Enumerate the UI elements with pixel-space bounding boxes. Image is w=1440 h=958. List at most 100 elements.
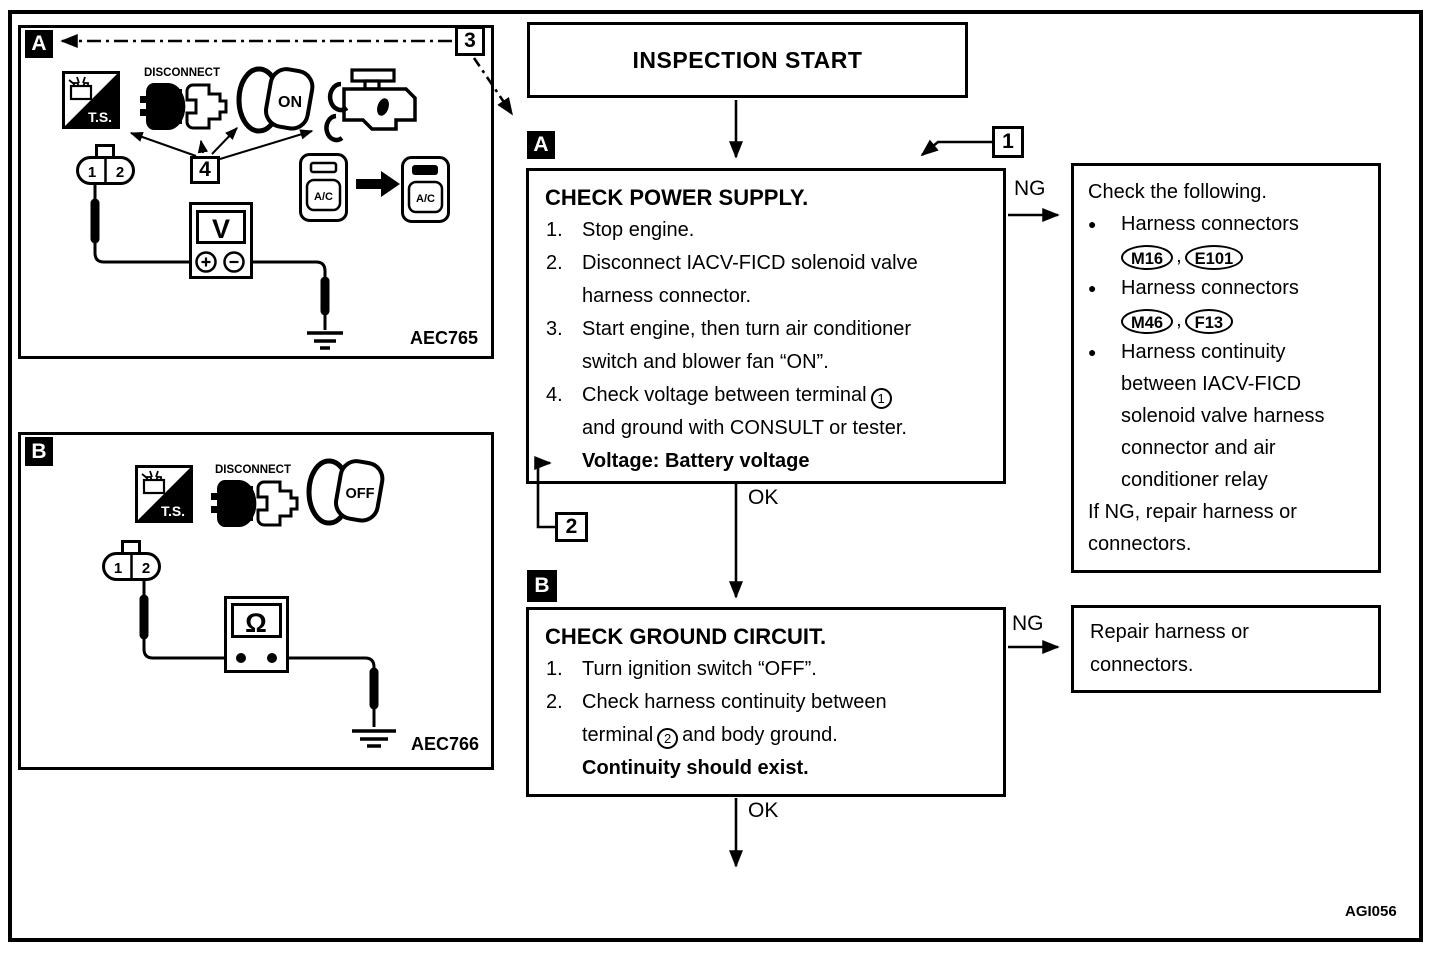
terminal-2-label: 2 [142, 560, 150, 577]
bullet-item: ● Harness connectors [1088, 272, 1364, 304]
page-figure-code: AGI056 [1345, 903, 1397, 920]
figure-b-box [18, 432, 494, 770]
spec-text: Voltage: Battery voltage [582, 450, 810, 472]
ok-label: OK [748, 486, 779, 509]
bullet-icon: ● [1088, 344, 1097, 360]
disconnect-icon: DISCONNECT [211, 464, 299, 527]
repair-harness-box: Repair harness or connectors. [1071, 605, 1381, 693]
ts-label: T.S. [88, 109, 112, 125]
item-number: 4. [546, 384, 563, 406]
step-item: 1. Stop engine. [543, 214, 989, 247]
terminal-2-circle: 2 [657, 728, 679, 749]
terminal-1-label: 1 [88, 164, 96, 181]
inspection-start-box: INSPECTION START [527, 22, 968, 98]
harness-connector-icon: 1 2 [102, 540, 161, 581]
terminal-1-circle: 1 [870, 388, 892, 409]
test-switch-icon: T.S. [135, 465, 193, 523]
connector-badge: M46 [1121, 309, 1174, 334]
ignition-key-off-icon: OFF [306, 458, 385, 526]
ng-label: NG [1014, 177, 1046, 200]
item-number: 2. [546, 691, 563, 713]
voltmeter-icon: V [189, 202, 253, 279]
check-power-supply-box: CHECK POWER SUPPLY. 1. Stop engine. 2. D… [526, 168, 1006, 484]
connector-refs: M16,E101 [1121, 240, 1364, 272]
ok-label: OK [748, 799, 779, 822]
ac-switch-off-icon: A/C [299, 153, 348, 222]
ohmmeter-icon: Ω [224, 596, 289, 673]
tag-1: 1 [992, 126, 1024, 158]
check-ground-circuit-box: CHECK GROUND CIRCUIT. 1. Turn ignition s… [526, 607, 1006, 797]
tag-3: 3 [455, 26, 485, 56]
ground-symbol [307, 331, 343, 350]
disconnect-label: DISCONNECT [144, 67, 220, 79]
section-a-ref-label: A [527, 131, 555, 159]
page-border [8, 10, 1423, 942]
box-intro: Check the following. [1088, 181, 1267, 203]
spec-text: Continuity should exist. [582, 757, 809, 779]
probe-wire-left [93, 184, 196, 264]
test-switch-icon: T.S. [62, 71, 120, 129]
probe-wire-left [142, 580, 236, 660]
tag1-leader [920, 139, 992, 157]
box-outro: connectors. [1088, 533, 1192, 555]
figure-a-code: AEC765 [410, 328, 479, 348]
figure-a-box [18, 25, 494, 359]
bullet-item: ● Harness connectors [1088, 208, 1364, 240]
ng-label: NG [1012, 612, 1044, 635]
bullet-item: ● Harness continuity [1088, 336, 1364, 368]
disconnect-label: DISCONNECT [215, 464, 291, 476]
tag-4: 4 [190, 156, 220, 184]
bullet-icon: ● [1088, 216, 1097, 232]
ac-button-label: A/C [314, 191, 333, 203]
plus-terminal-icon [201, 257, 211, 267]
check-following-box: Check the following. ● Harness connector… [1071, 163, 1381, 573]
ground-symbol [352, 729, 396, 748]
step-title: CHECK POWER SUPPLY. [545, 185, 809, 210]
terminal-2-label: 2 [116, 164, 124, 181]
tag4-arrow-disconnect [197, 139, 209, 154]
ac-switch-on-icon: A/C [401, 156, 450, 223]
connector-badge: F13 [1184, 309, 1234, 334]
item-number: 1. [546, 219, 563, 241]
connector-refs: M46,F13 [1121, 304, 1364, 336]
tag-2: 2 [555, 512, 588, 542]
connector-badge: E101 [1184, 245, 1244, 270]
item-number: 3. [546, 318, 563, 340]
section-a-label: A [25, 30, 53, 58]
terminal-1-label: 1 [114, 560, 122, 577]
figure-a-graphics: T.S. DISCONNECT ON [62, 66, 450, 350]
section-b-ref-label: B [527, 570, 557, 602]
ts-label: T.S. [161, 503, 185, 519]
probe-wire-right [243, 260, 327, 330]
tag4-arrow-ts [129, 132, 197, 157]
key-off-label: OFF [346, 486, 375, 502]
disconnect-icon: DISCONNECT [140, 67, 228, 130]
item-number: 1. [546, 658, 563, 680]
step-item: 3. Start engine, then turn air condition… [543, 313, 989, 379]
solenoid-valve-icon [324, 68, 417, 143]
item-number: 2. [546, 252, 563, 274]
figure-b-code: AEC766 [411, 734, 480, 754]
item-text: Turn ignition switch “OFF”. [582, 658, 817, 680]
harness-connector-icon: 1 2 [76, 144, 135, 185]
bullet-icon: ● [1088, 280, 1097, 296]
probe-wire-right [277, 656, 376, 727]
ac-button-label: A/C [416, 193, 435, 205]
section-b-label: B [25, 437, 53, 466]
figure-b-graphics: T.S. DISCONNECT OFF [102, 458, 396, 748]
voltmeter-label: V [212, 214, 230, 244]
tag4-arrow-key [211, 127, 238, 155]
ignition-key-on-icon: ON [236, 66, 315, 134]
arrow-right-icon [356, 171, 400, 197]
key-on-label: ON [278, 94, 302, 111]
ohmmeter-label: Ω [245, 608, 267, 638]
box-outro: If NG, repair harness or [1088, 501, 1297, 523]
